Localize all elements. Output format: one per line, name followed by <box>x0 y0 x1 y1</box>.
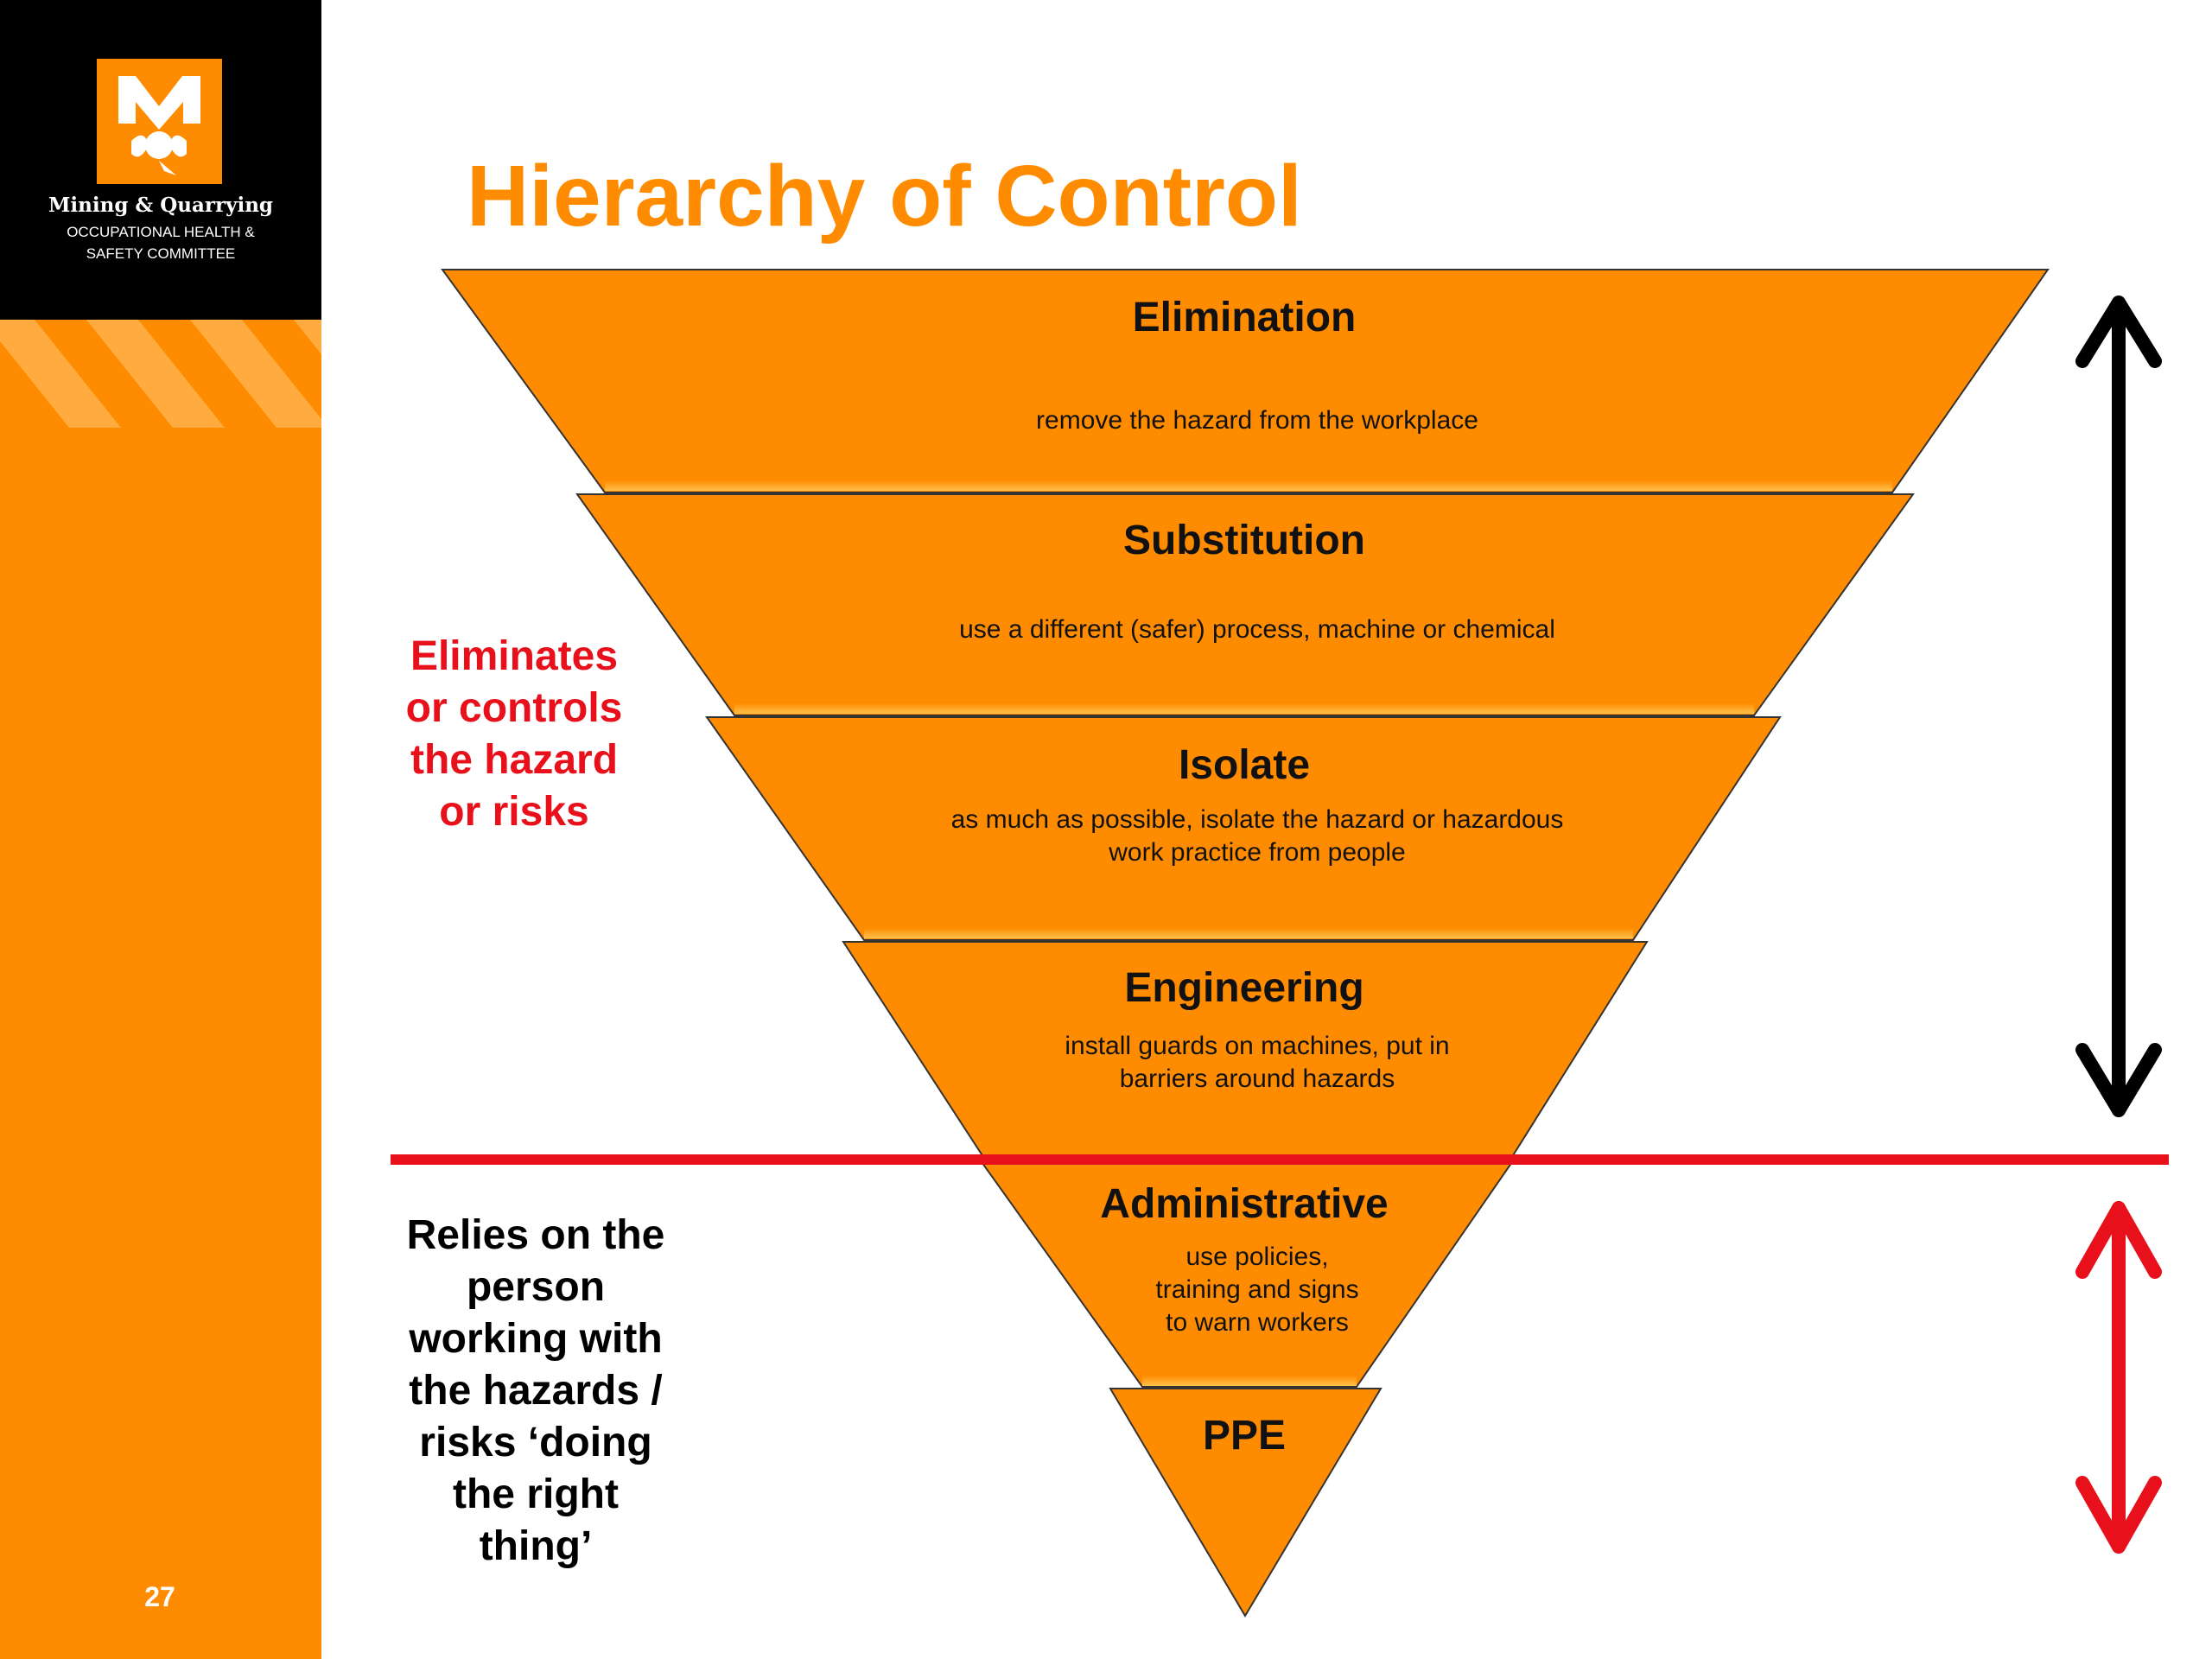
tier-ppe-shape <box>1109 1388 1382 1618</box>
annotation-black-line7: thing’ <box>479 1523 593 1569</box>
annotation-black-line5: risks ‘doing <box>419 1420 652 1465</box>
double-arrow-red <box>2075 1201 2162 1554</box>
tier-administrative-desc-line2: training and signs <box>1155 1275 1359 1304</box>
org-subtitle: OCCUPATIONAL HEALTH & SAFETY COMMITTEE <box>0 221 321 264</box>
tier-elimination-shape <box>441 269 2050 493</box>
tier-administrative-desc-line1: use policies, <box>1185 1243 1329 1271</box>
tier-engineering-desc: install guards on machines, put in barri… <box>950 1030 1564 1096</box>
tier-isolate-highlight <box>864 928 1633 938</box>
tier-substitution-title: Substitution <box>1123 518 1365 563</box>
annotation-black-line4: the hazards / <box>409 1368 663 1414</box>
annotation-eliminates-controls: Eliminates or controls the hazard or ris… <box>380 631 648 838</box>
double-arrow-black <box>2075 296 2162 1117</box>
divider-line <box>391 1154 2169 1165</box>
tier-administrative-highlight <box>1142 1376 1357 1386</box>
tier-engineering-desc-line2: barriers around hazards <box>1119 1065 1395 1093</box>
tier-substitution-highlight <box>734 703 1754 714</box>
annotation-red-line3: the hazard <box>410 737 619 783</box>
slide-title: Hierarchy of Control <box>467 148 1302 245</box>
page-number: 27 <box>144 1581 175 1612</box>
tier-isolate-title: Isolate <box>1178 742 1311 788</box>
tier-elimination-title: Elimination <box>1132 295 1357 340</box>
tier-elimination-desc: remove the hazard from the workplace <box>1036 406 1478 435</box>
tier-administrative-title: Administrative <box>1100 1181 1389 1227</box>
annotation-red-line1: Eliminates <box>410 633 619 679</box>
annotation-red-line4: or risks <box>439 789 589 835</box>
tier-isolate-shape <box>705 716 1782 941</box>
tier-substitution-desc: use a different (safer) process, machine… <box>959 615 1555 644</box>
annotation-black-line1: Relies on the <box>406 1212 665 1258</box>
org-subtitle-line2: SAFETY COMMITTEE <box>86 245 236 262</box>
org-subtitle-line1: OCCUPATIONAL HEALTH & <box>67 224 255 240</box>
tier-administrative-desc: use policies, training and signs to warn… <box>1084 1241 1430 1339</box>
tier-ppe-title: PPE <box>1202 1413 1287 1459</box>
tier-isolate-desc-line2: work practice from people <box>1109 838 1406 867</box>
tier-administrative-desc-line3: to warn workers <box>1166 1308 1349 1337</box>
tier-isolate-desc-line1: as much as possible, isolate the hazard … <box>950 805 1564 834</box>
tier-elimination-highlight <box>605 480 1892 491</box>
tier-engineering-title: Engineering <box>1124 965 1364 1011</box>
sidebar-stripes <box>0 320 321 428</box>
tier-isolate-desc: as much as possible, isolate the hazard … <box>864 804 1650 869</box>
org-name: Mining & Quarrying <box>48 194 274 217</box>
annotation-black-line2: person <box>466 1264 606 1310</box>
mining-quarrying-logo <box>97 59 222 184</box>
annotation-black-line6: the right <box>453 1471 619 1517</box>
annotation-black-line3: working with <box>409 1316 663 1362</box>
annotation-relies-on-person: Relies on the person working with the ha… <box>380 1210 691 1573</box>
annotation-red-line2: or controls <box>405 685 623 731</box>
sidebar-header: Mining & Quarrying OCCUPATIONAL HEALTH &… <box>0 0 321 320</box>
tier-substitution-shape <box>575 493 1915 716</box>
tier-engineering-desc-line1: install guards on machines, put in <box>1065 1032 1450 1060</box>
